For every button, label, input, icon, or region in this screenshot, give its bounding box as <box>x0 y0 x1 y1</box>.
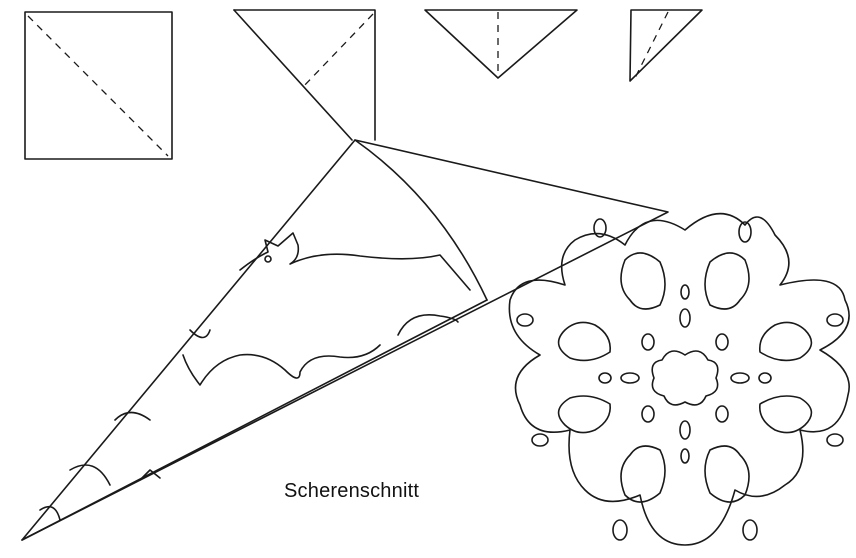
fold-step-2-triangle-icon <box>233 9 376 141</box>
fold-step-1-square-icon <box>24 11 173 160</box>
caption-label: Scherenschnitt <box>284 480 420 502</box>
finished-snowflake-cutout-icon <box>508 212 850 546</box>
fold-step-3-triangle-icon <box>424 9 578 79</box>
folded-cone-cutting-template-icon <box>21 139 669 541</box>
fold-step-4-triangle-icon <box>629 9 703 82</box>
